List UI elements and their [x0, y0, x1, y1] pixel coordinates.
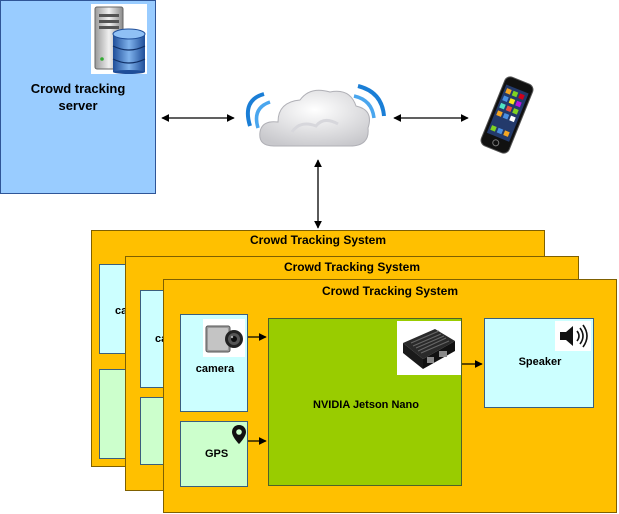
gps-box: GPS — [180, 421, 248, 487]
jetson-nano-label: NVIDIA Jetson Nano — [313, 399, 419, 411]
camera-icon — [203, 319, 245, 357]
speaker-label: Speaker — [518, 356, 562, 368]
camera-box: camera — [180, 314, 248, 412]
jetson-nano-box: NVIDIA Jetson Nano — [268, 318, 462, 486]
server-database-icon — [91, 4, 147, 74]
speaker-icon — [555, 321, 591, 351]
system-title: Crowd Tracking System — [249, 233, 387, 247]
location-pin-icon — [231, 424, 247, 446]
camera-label: camera — [195, 363, 235, 375]
speaker-box: Speaker — [484, 318, 594, 408]
system-box-front: Crowd Tracking System camera GPS — [163, 279, 617, 513]
smartphone-icon — [476, 76, 538, 154]
server-label: Crowd tracking server — [30, 81, 126, 113]
jetson-board-icon — [397, 321, 461, 375]
gps-label: GPS — [205, 448, 229, 460]
camera-label-partial: ca — [115, 305, 128, 317]
system-title: Crowd Tracking System — [283, 260, 421, 274]
wireless-cloud-icon — [240, 80, 390, 158]
system-title: Crowd Tracking System — [321, 284, 459, 298]
